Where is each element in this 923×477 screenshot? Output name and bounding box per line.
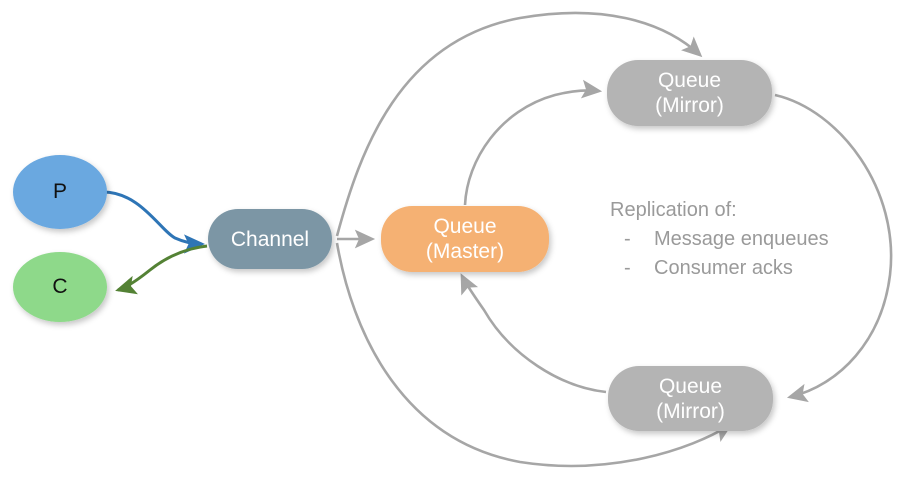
edge-producer-to-channel xyxy=(102,190,206,254)
replication-note-row: - Consumer acks xyxy=(610,254,910,283)
edge-mirror-bottom-to-queue-master xyxy=(460,273,607,394)
node-queue-master[interactable] xyxy=(381,206,549,272)
replication-note-row: - Message enqueues xyxy=(610,225,910,254)
replication-note-title: Replication of: xyxy=(610,199,737,221)
bullet-marker-icon: - xyxy=(624,228,631,250)
edge-mirror-top-to-mirror-bottom xyxy=(774,93,893,403)
node-consumer[interactable] xyxy=(13,252,107,322)
node-producer[interactable] xyxy=(13,155,107,229)
node-queue-mirror-top[interactable] xyxy=(607,60,772,126)
edge-queue-master-to-mirror-top xyxy=(463,79,603,206)
node-queue-mirror-bottom[interactable] xyxy=(608,366,773,431)
replication-note-item: Message enqueues xyxy=(654,228,829,250)
bullet-marker-icon: - xyxy=(624,257,631,279)
edge-channel-to-mirror-top xyxy=(335,11,703,237)
replication-note: Replication of: - Message enqueues - Con… xyxy=(610,196,910,283)
edge-channel-to-mirror-bottom xyxy=(335,242,733,468)
edge-channel-to-consumer xyxy=(115,244,208,295)
replication-note-item: Consumer acks xyxy=(654,257,793,279)
node-channel[interactable] xyxy=(208,209,332,269)
